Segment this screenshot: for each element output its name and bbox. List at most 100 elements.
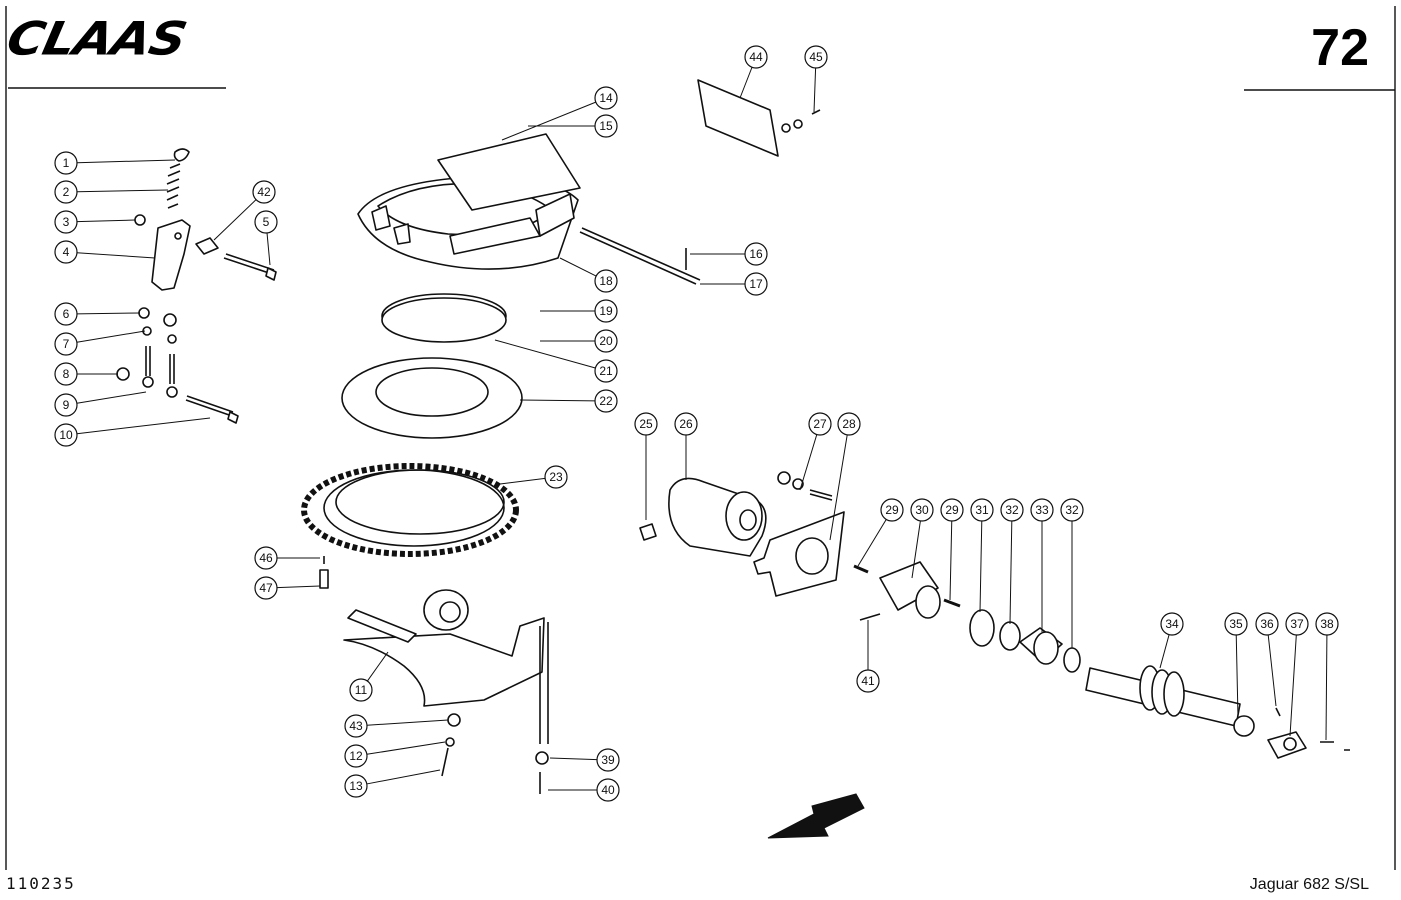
part-number-label: 19 [599,304,613,318]
callout-circle [804,45,828,69]
part-callout-39: 39 [596,748,620,772]
callout-leader-line [1235,634,1239,719]
part-callout-47: 47 [254,576,278,600]
part-number-label: 29 [945,503,959,517]
part-callout-5: 5 [254,210,278,234]
part-number-label: 40 [601,783,615,797]
callout-leader-line [266,232,271,266]
callout-leader-line [979,520,983,613]
callout-circle [970,498,994,522]
part-number-label: 20 [599,334,613,348]
part-number-label: 14 [599,91,613,105]
callout-circle [54,210,78,234]
part-callout-19: 19 [594,299,618,323]
part-number-label: 27 [813,417,827,431]
part-callout-42: 42 [252,180,276,204]
callout-circle [54,332,78,356]
part-callout-25: 25 [634,412,658,436]
part-callout-10: 10 [54,423,78,447]
part-callout-28: 28 [837,412,861,436]
part-callout-21: 21 [594,359,618,383]
part-callout-2: 2 [54,180,78,204]
callout-circle [254,576,278,600]
part-number-label: 7 [63,337,70,351]
callout-circle [940,498,964,522]
callout-circle [880,498,904,522]
part-callout-1: 1 [54,151,78,175]
callout-leader-line [799,434,818,491]
part-callout-16: 16 [744,242,768,266]
part-callout-45: 45 [804,45,828,69]
part-number-label: 29 [885,503,899,517]
part-callout-34: 34 [1160,612,1184,636]
callout-leader-line [366,741,446,755]
callout-leader-line [366,651,389,682]
callout-circle [1160,612,1184,636]
lever-assembly [116,148,277,424]
callout-circle [54,151,78,175]
part-callout-3: 3 [54,210,78,234]
cover-plate [697,79,779,157]
callout-leader-line [494,339,596,369]
callout-circle [837,412,861,436]
callout-leader-line [1159,634,1170,669]
drawing-number: 110235 [6,874,76,893]
part-number-label: 23 [549,470,563,484]
callout-leader-line [519,399,596,402]
part-number-label: 33 [1035,503,1049,517]
callout-leader-line [276,585,321,589]
part-callout-32: 32 [1000,498,1024,522]
part-callout-38: 38 [1315,612,1339,636]
part-callout-41: 41 [856,669,880,693]
part-callout-14: 14 [594,86,618,110]
part-callout-29: 29 [880,498,904,522]
part-callout-31: 31 [970,498,994,522]
part-callout-29: 29 [940,498,964,522]
callout-circle [596,748,620,772]
part-number-label: 9 [63,398,70,412]
part-number-label: 44 [749,50,763,64]
part-callout-27: 27 [808,412,832,436]
callout-leader-line [857,519,887,567]
callout-circle [1000,498,1024,522]
part-number-label: 35 [1229,617,1243,631]
part-number-label: 32 [1005,503,1019,517]
part-number-label: 1 [63,156,70,170]
part-number-label: 37 [1290,617,1304,631]
part-number-label: 42 [257,185,271,199]
part-callout-12: 12 [344,744,368,768]
support-bracket [343,589,549,794]
callout-circle [1285,612,1309,636]
part-callout-30: 30 [910,498,934,522]
callout-circle [910,498,934,522]
callout-circle [344,714,368,738]
part-callout-17: 17 [744,272,768,296]
part-callout-35: 35 [1224,612,1248,636]
part-callout-26: 26 [674,412,698,436]
callout-circle [344,774,368,798]
part-number-label: 26 [679,417,693,431]
part-number-label: 5 [263,215,270,229]
callout-leader-line [1289,634,1297,737]
callout-leader-line [549,757,598,761]
part-number-label: 17 [749,277,763,291]
callout-leader-line [1325,634,1328,741]
callout-circle [54,302,78,326]
callout-circle [544,465,568,489]
part-callout-22: 22 [594,389,618,413]
part-number-label: 36 [1260,617,1274,631]
worm-shaft [1085,665,1350,759]
part-number-label: 46 [259,551,273,565]
part-number-label: 11 [355,683,368,697]
model-name: Jaguar 682 S/SL [1249,876,1369,893]
callout-leader-line [76,219,136,223]
callout-circle [54,423,78,447]
part-number-label: 32 [1065,503,1079,517]
part-number-label: 38 [1320,617,1334,631]
arrow-icon [767,793,865,839]
part-number-label: 6 [63,307,70,321]
part-callout-9: 9 [54,393,78,417]
part-callout-44: 44 [744,45,768,69]
part-number-label: 43 [349,719,363,733]
